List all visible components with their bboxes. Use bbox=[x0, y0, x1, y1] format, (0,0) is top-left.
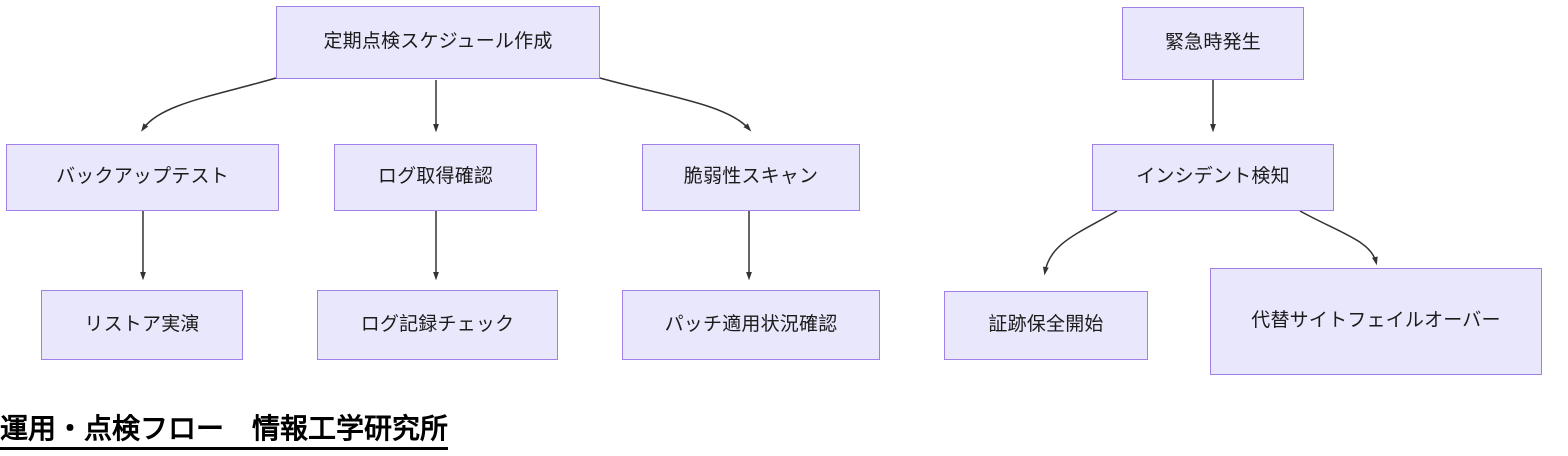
node-schedule-label: 定期点検スケジュール作成 bbox=[323, 31, 553, 53]
node-vuln-scan[interactable]: 脆弱性スキャン bbox=[642, 144, 860, 211]
node-patch-status[interactable]: パッチ適用状況確認 bbox=[622, 290, 880, 360]
node-evidence[interactable]: 証跡保全開始 bbox=[944, 291, 1148, 360]
node-log-record[interactable]: ログ記録チェック bbox=[317, 290, 558, 360]
node-backup-test-label: バックアップテスト bbox=[56, 166, 229, 188]
node-vuln-scan-label: 脆弱性スキャン bbox=[683, 166, 819, 188]
node-evidence-label: 証跡保全開始 bbox=[988, 314, 1104, 336]
flowchart-canvas: 定期点検スケジュール作成 バックアップテスト ログ取得確認 脆弱性スキャン リス… bbox=[6, 6, 1542, 375]
node-backup-test[interactable]: バックアップテスト bbox=[6, 144, 279, 211]
caption-text: 運用・点検フロー 情報工学研究所 bbox=[0, 411, 449, 450]
node-log-check-label: ログ取得確認 bbox=[377, 166, 494, 188]
edge-schedule-to-vuln-scan bbox=[599, 77, 752, 132]
node-failover-label: 代替サイトフェイルオーバー bbox=[1251, 310, 1501, 332]
node-log-check[interactable]: ログ取得確認 bbox=[334, 144, 537, 211]
node-schedule[interactable]: 定期点検スケジュール作成 bbox=[276, 6, 600, 79]
caption: 運用・点検フロー 情報工学研究所 bbox=[0, 404, 1568, 456]
node-log-record-label: ログ記録チェック bbox=[360, 313, 515, 335]
node-emergency-label: 緊急時発生 bbox=[1164, 32, 1261, 54]
edge-schedule-to-backup-test bbox=[141, 77, 277, 132]
node-incident-label: インシデント検知 bbox=[1136, 166, 1290, 188]
edge-incident-to-evidence bbox=[1042, 210, 1118, 276]
node-failover[interactable]: 代替サイトフェイルオーバー bbox=[1210, 268, 1542, 375]
node-restore-demo-label: リストア実演 bbox=[84, 313, 200, 335]
node-incident[interactable]: インシデント検知 bbox=[1092, 144, 1334, 211]
node-patch-status-label: パッチ適用状況確認 bbox=[664, 313, 838, 335]
edge-incident-to-failover bbox=[1299, 210, 1378, 266]
node-emergency[interactable]: 緊急時発生 bbox=[1122, 7, 1304, 80]
node-restore-demo[interactable]: リストア実演 bbox=[41, 290, 243, 360]
